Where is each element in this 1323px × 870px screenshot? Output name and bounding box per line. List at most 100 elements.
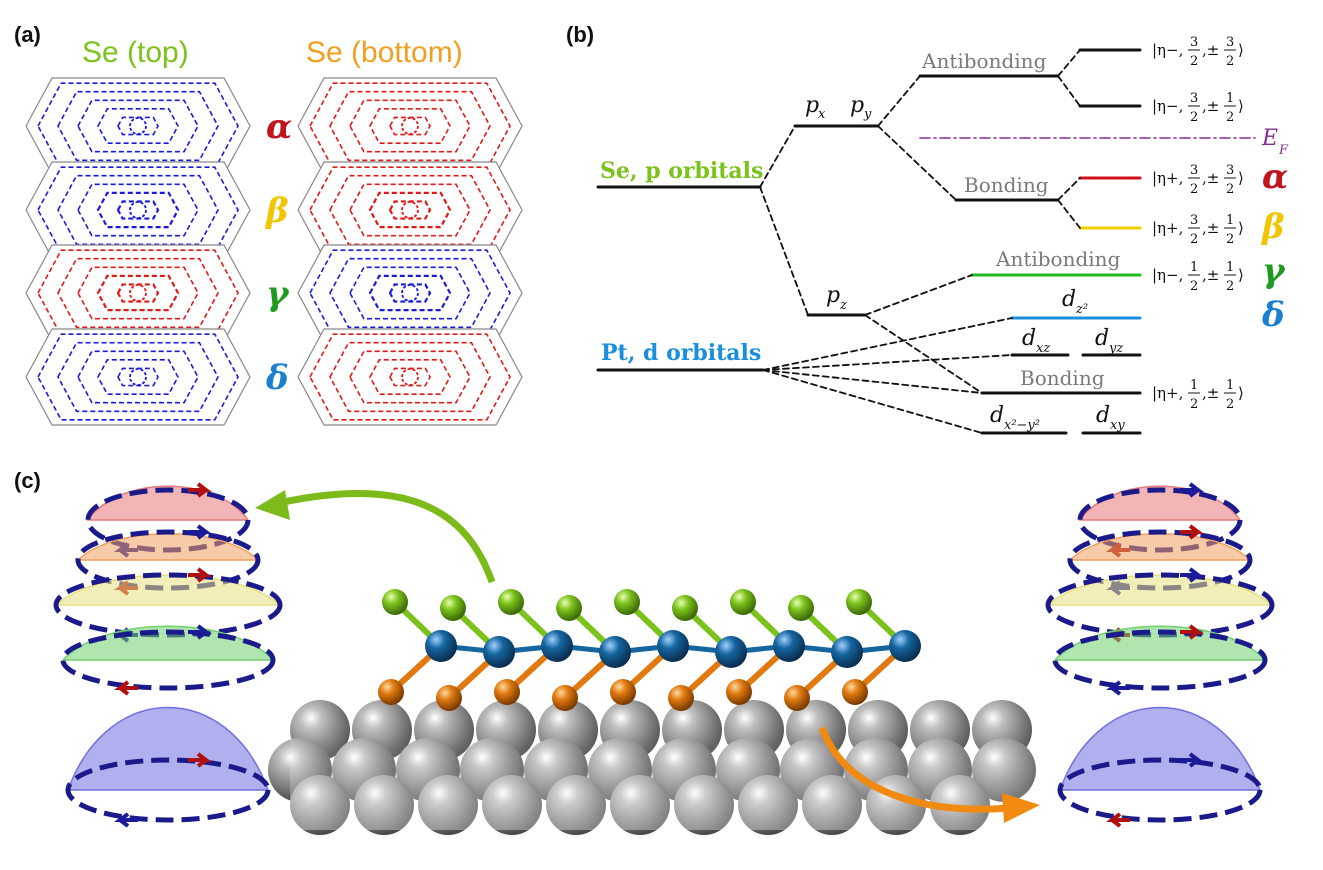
- spin-texture-hexagon: [297, 161, 523, 259]
- orbital-symbol-dxz: d xz: [1022, 326, 1050, 356]
- panel-b-tag: (b): [566, 22, 594, 47]
- state-ket: |η−,12,±12⟩: [1152, 260, 1244, 294]
- energy-cone: [1046, 574, 1274, 606]
- spin-arrow: [188, 567, 212, 583]
- spin-arrow: [1180, 482, 1204, 498]
- svg-text:d: d: [1062, 287, 1076, 312]
- col-title-se-top: Se (top): [82, 36, 189, 69]
- svg-text:,±: ,±: [1202, 41, 1219, 59]
- se-top-atom: [498, 589, 524, 615]
- state-ket: |η+,32,±12⟩: [1152, 213, 1244, 247]
- spin-ring: [1067, 529, 1253, 591]
- state-ket: |η−,32,±32⟩: [1152, 35, 1244, 69]
- state-ket: |η−,32,±12⟩: [1152, 91, 1244, 125]
- spin-ring: [75, 529, 261, 591]
- svg-text:⟩: ⟩: [1238, 266, 1244, 284]
- pt-substrate: [268, 700, 1060, 835]
- orbital-symbol-dx2y2: d x²−y²: [990, 403, 1040, 433]
- svg-text:z: z: [839, 298, 847, 313]
- svg-text:⟩: ⟩: [1238, 97, 1244, 115]
- svg-text:p: p: [826, 283, 840, 308]
- svg-text:p: p: [805, 93, 819, 118]
- svg-text:|η+,: |η+,: [1152, 169, 1183, 187]
- antibonding-mid-label: Antibonding: [995, 247, 1121, 271]
- orbital-diagram: [596, 48, 1256, 435]
- svg-text:2: 2: [1226, 232, 1234, 247]
- se-bottom-atom: [552, 685, 578, 711]
- svg-text:d: d: [990, 403, 1004, 428]
- energy-cone: [76, 533, 260, 561]
- spin-texture-hexagon: [25, 244, 251, 342]
- bonding-top-label: Bonding: [964, 173, 1049, 197]
- svg-text:⟩: ⟩: [1238, 384, 1244, 402]
- se-top-atom: [788, 595, 814, 621]
- svg-text:d: d: [1095, 326, 1109, 351]
- se-top-atom: [730, 589, 756, 615]
- spin-arrow: [1106, 680, 1130, 696]
- svg-text:⟩: ⟩: [1238, 169, 1244, 187]
- col-title-se-bottom: Se (bottom): [306, 36, 463, 69]
- se-bottom-atom: [378, 679, 404, 705]
- svg-text:,±: ,±: [1202, 266, 1219, 284]
- svg-text:|η−,: |η−,: [1152, 41, 1183, 59]
- svg-text:d: d: [1022, 326, 1036, 351]
- spin-arrow: [1106, 812, 1130, 828]
- spin-arrow: [1180, 752, 1204, 768]
- svg-text:1: 1: [1226, 260, 1234, 275]
- se-top-atom: [614, 589, 640, 615]
- pt-atom: [715, 636, 747, 668]
- orbital-symbol-dz2: d z²: [1062, 287, 1088, 317]
- svg-text:2: 2: [1190, 279, 1198, 294]
- energy-cone: [66, 706, 270, 791]
- spin-texture-hexagon: [297, 328, 523, 426]
- svg-text:2: 2: [1226, 182, 1234, 197]
- rashba-cones-left: [53, 482, 283, 828]
- svg-text:x²−y²: x²−y²: [1004, 418, 1040, 433]
- spin-ring: [1052, 629, 1268, 691]
- energy-cone: [54, 574, 282, 606]
- spin-texture-hexagon: [297, 244, 523, 342]
- svg-text:p: p: [850, 93, 864, 118]
- spin-arrow: [114, 812, 138, 828]
- svg-text:3: 3: [1190, 35, 1198, 50]
- band-label: γ: [1262, 251, 1286, 291]
- svg-text:2: 2: [1226, 54, 1234, 69]
- svg-text:F: F: [1278, 143, 1289, 158]
- pt-atom: [889, 630, 921, 662]
- svg-text:3: 3: [1226, 163, 1234, 178]
- spin-texture-hexagon: [25, 77, 251, 175]
- se-bottom-atom: [842, 679, 868, 705]
- pt-atom: [483, 636, 515, 668]
- se-p-orbitals-label: Se, p orbitals: [600, 158, 763, 184]
- orbital-symbol-dxy: d xy: [1096, 403, 1125, 433]
- spin-texture-hexagon: [297, 77, 523, 175]
- svg-text:xz: xz: [1036, 341, 1050, 356]
- svg-text:1: 1: [1226, 378, 1234, 393]
- svg-text:E: E: [1261, 126, 1278, 151]
- rashba-cones-right: [1045, 482, 1275, 828]
- svg-text:,±: ,±: [1202, 97, 1219, 115]
- svg-text:xy: xy: [1110, 418, 1125, 433]
- orbital-symbol-px: p x: [805, 93, 826, 122]
- spin-arrow: [1180, 567, 1204, 583]
- svg-text:,±: ,±: [1202, 169, 1219, 187]
- svg-text:1: 1: [1190, 260, 1198, 275]
- svg-text:1: 1: [1226, 213, 1234, 228]
- orange-arrow: [818, 726, 1011, 813]
- band-label: γ: [266, 274, 290, 314]
- state-ket: |η+,32,±32⟩: [1152, 163, 1244, 197]
- svg-text:3: 3: [1190, 163, 1198, 178]
- spin-texture-hexagons: [25, 77, 523, 426]
- se-top-atom: [672, 595, 698, 621]
- svg-text:⟩: ⟩: [1238, 219, 1244, 237]
- svg-text:y: y: [863, 107, 872, 122]
- orbital-symbol-py: p y: [850, 93, 872, 122]
- svg-text:2: 2: [1190, 110, 1198, 125]
- se-top-atom: [556, 595, 582, 621]
- fermi-level-label: E F: [1261, 126, 1289, 158]
- panel-a-tag: (a): [14, 22, 41, 47]
- green-arrow-head: [255, 490, 290, 520]
- state-kets: |η−,32,±32⟩|η−,32,±12⟩|η+,32,±32⟩|η+,32,…: [1152, 35, 1244, 412]
